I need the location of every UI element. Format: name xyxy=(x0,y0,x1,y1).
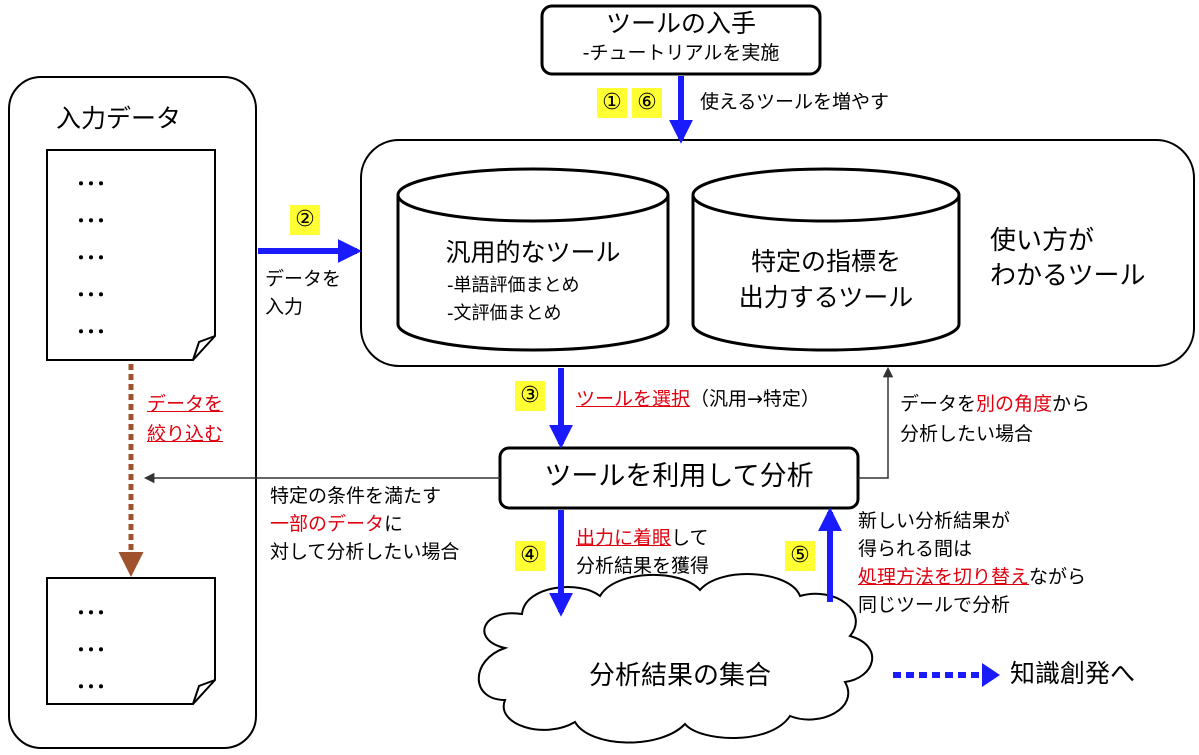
step3-label-rest: （汎用→特定） xyxy=(690,388,820,410)
document-fold-bottom xyxy=(192,679,216,705)
data-line: ･･･ xyxy=(76,283,106,307)
document-fold-top xyxy=(192,335,216,361)
data-line: ･･･ xyxy=(76,172,106,196)
analyze-label: ツールを利用して分析 xyxy=(544,461,814,492)
general-tool-cylinder xyxy=(396,167,670,352)
angle-red: 別の角度 xyxy=(976,393,1053,415)
step-badge-5: ⑤ xyxy=(785,541,815,571)
step4-line2: 分析結果を獲得 xyxy=(576,555,710,577)
data-line: ･･･ xyxy=(76,209,106,233)
input-data-lines-top: ･･･ ･･･ ･･･ ･･･ ･･･ xyxy=(76,166,106,351)
angle-pre: データを xyxy=(900,393,977,415)
results-cloud xyxy=(477,573,874,744)
narrow-data-line1: データを xyxy=(147,393,224,415)
angle-line1: データを別の角度から xyxy=(900,393,1090,417)
step5-line2: 得られる間は xyxy=(858,538,973,560)
results-label: 分析結果の集合 xyxy=(588,661,771,691)
step-badge-6: ⑥ xyxy=(632,88,662,118)
specific-tool-line1: 特定の指標を xyxy=(750,247,901,276)
angle-line2: 分析したい場合 xyxy=(900,423,1034,445)
document-icon-bottom xyxy=(46,577,216,705)
knowledge-label: 知識創発へ xyxy=(1010,659,1136,688)
step3-label: ツールを選択（汎用→特定） xyxy=(576,388,820,412)
step5-red: 処理方法を切り替え xyxy=(858,566,1030,588)
subset-line2: 一部のデータに xyxy=(270,513,403,537)
subset-line1: 特定の条件を満たす xyxy=(270,485,442,507)
general-tool-sub1: -単語評価まとめ xyxy=(447,275,580,296)
step-badge-2: ② xyxy=(290,205,320,235)
specific-tool-line2: 出力するツール xyxy=(738,283,914,312)
step5-after: ながら xyxy=(1029,566,1087,588)
general-tool-title: 汎用的なツール xyxy=(445,238,621,267)
subset-red: 一部のデータ xyxy=(270,513,385,535)
step2-label-1: データを xyxy=(265,268,342,290)
angle-post: から xyxy=(1052,393,1091,415)
input-data-title: 入力データ xyxy=(56,104,182,133)
known-tools-line2: わかるツール xyxy=(990,261,1146,291)
data-line: ･･･ xyxy=(76,320,106,344)
tool-acquire-sub: -チュートリアルを実施 xyxy=(582,42,780,64)
known-tools-line1: 使い方が xyxy=(990,226,1095,256)
step2-label-2: 入力 xyxy=(265,296,304,318)
input-data-lines-bottom: ･･･ ･･･ ･･･ xyxy=(76,595,106,706)
step1-6-label: 使えるツールを増やす xyxy=(700,91,890,113)
subset-rest: に xyxy=(384,513,404,535)
step-badge-3: ③ xyxy=(515,381,545,411)
step-badge-4: ④ xyxy=(515,541,545,571)
narrow-data-line2: 絞り込む xyxy=(147,423,224,445)
data-line: ･･･ xyxy=(76,601,106,625)
data-line: ･･･ xyxy=(76,675,106,699)
general-tool-sub2: -文評価まとめ xyxy=(447,303,562,324)
tool-acquire-title: ツールの入手 xyxy=(605,9,756,38)
arrow-analyze-to-tools xyxy=(858,366,894,479)
step5-line4: 同じツールで分析 xyxy=(858,594,1011,616)
subset-line3: 対して分析したい場合 xyxy=(270,541,460,563)
step4-line1: 出力に着眼して xyxy=(576,527,708,551)
tool-acquire-box xyxy=(540,4,822,76)
step5-line3: 処理方法を切り替えながら xyxy=(858,566,1086,590)
step4-red1: 出力 xyxy=(576,527,615,549)
step4-red2: 着眼 xyxy=(633,527,672,549)
data-line: ･･･ xyxy=(76,638,106,662)
step-badge-1: ① xyxy=(597,88,627,118)
step4-post: して xyxy=(671,527,709,549)
data-line: ･･･ xyxy=(76,246,106,270)
document-icon-top xyxy=(46,149,216,361)
step4-mid: に xyxy=(614,527,634,549)
specific-tool-cylinder xyxy=(691,167,961,352)
step5-line1: 新しい分析結果が xyxy=(858,510,1011,532)
step3-label-red: ツールを選択 xyxy=(576,388,691,410)
